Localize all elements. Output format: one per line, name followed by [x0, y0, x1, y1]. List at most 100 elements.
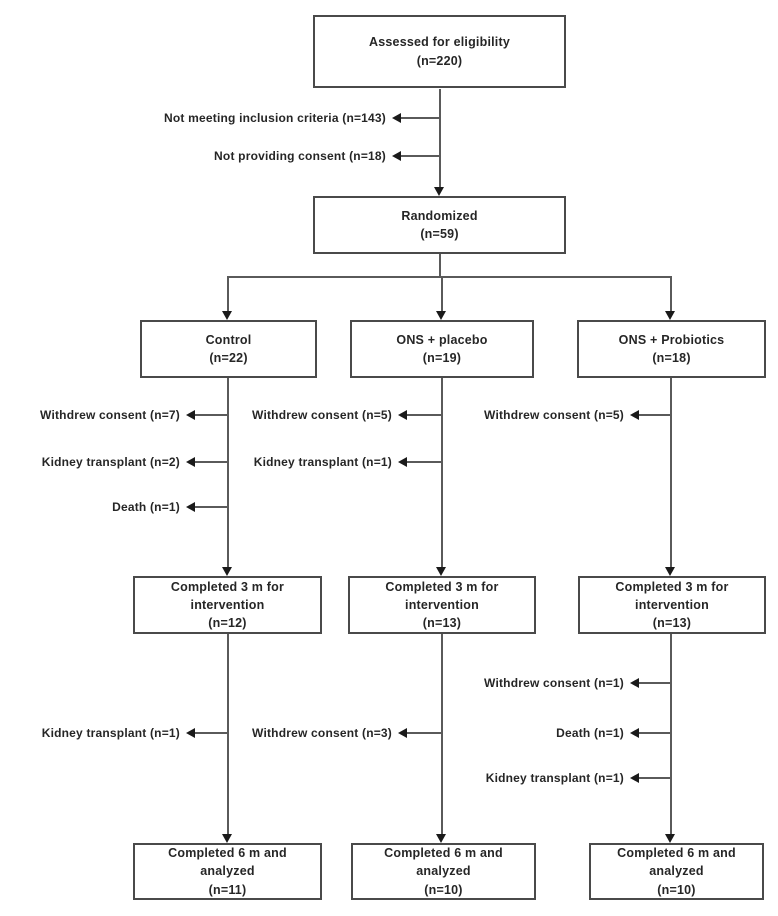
box-completed-6m-control: Completed 6 m and analyzed (n=11) — [133, 843, 322, 900]
arrow-shaft — [639, 777, 671, 779]
box-completed-6m-ons-probiotics: Completed 6 m and analyzed (n=10) — [589, 843, 764, 900]
arrow-left-icon — [630, 410, 671, 420]
box-arm-control: Control (n=22) — [140, 320, 317, 378]
arrow-left-icon — [186, 457, 228, 467]
exclusion-placebo-withdrew-consent: Withdrew consent (n=5) — [252, 407, 442, 423]
box-arm-ons-probiotics: ONS + Probiotics (n=18) — [577, 320, 766, 378]
connector-placebo-to-3m — [441, 378, 443, 567]
connector-control-to-6m — [227, 634, 229, 834]
exclusion-placebo-kidney-transplant: Kidney transplant (n=1) — [254, 454, 442, 470]
arrow-head — [186, 728, 195, 738]
connector-branch-to-control — [227, 276, 229, 311]
exclusion-label: Not meeting inclusion criteria (n=143) — [164, 111, 386, 125]
arrow-head — [398, 728, 407, 738]
box-arm-ons-probiotics-label: ONS + Probiotics (n=18) — [618, 332, 725, 365]
exclusion-label: Not providing consent (n=18) — [214, 149, 386, 163]
arrow-left-icon — [392, 151, 440, 161]
connector-branch-to-placebo — [441, 276, 443, 311]
exclusion-label: Death (n=1) — [556, 726, 624, 740]
exclusion-label: Death (n=1) — [112, 500, 180, 514]
box-completed-6m-ons-probiotics-label: Completed 6 m and analyzed (n=10) — [617, 846, 736, 897]
arrow-head — [392, 151, 401, 161]
exclusion-not-providing-consent: Not providing consent (n=18) — [214, 148, 440, 164]
connector-placebo-to-6m — [441, 634, 443, 834]
connector-assessed-to-randomized — [439, 89, 441, 187]
connector-probiotics-to-3m — [670, 378, 672, 567]
arrow-down-icon — [665, 567, 675, 576]
exclusion-label: Withdrew consent (n=3) — [252, 726, 392, 740]
arrow-left-icon — [186, 502, 228, 512]
arrow-shaft — [401, 155, 440, 157]
box-completed-6m-ons-placebo-label: Completed 6 m and analyzed (n=10) — [384, 846, 503, 897]
exclusion-control-kidney-transplant: Kidney transplant (n=2) — [42, 454, 228, 470]
arrow-shaft — [639, 732, 671, 734]
arrow-head — [186, 410, 195, 420]
box-completed-3m-ons-placebo: Completed 3 m for intervention (n=13) — [348, 576, 536, 634]
exclusion-control-death: Death (n=1) — [112, 499, 228, 515]
arrow-shaft — [407, 414, 442, 416]
arrow-shaft — [195, 506, 228, 508]
arrow-head — [392, 113, 401, 123]
exclusion-probiotics-withdrew-consent: Withdrew consent (n=5) — [484, 407, 671, 423]
exclusion-label: Kidney transplant (n=1) — [253, 455, 392, 469]
arrow-head — [398, 410, 407, 420]
exclusion-label: Kidney transplant (n=1) — [485, 771, 624, 785]
box-assessed-eligibility: Assessed for eligibility (n=220) — [313, 15, 566, 88]
box-arm-ons-placebo-label: ONS + placebo (n=19) — [396, 332, 488, 365]
arrow-left-icon — [398, 728, 442, 738]
arrow-shaft — [195, 732, 228, 734]
arrow-left-icon — [398, 457, 442, 467]
arrow-head — [186, 502, 195, 512]
exclusion-probiotics-withdrew-consent-followup: Withdrew consent (n=1) — [484, 675, 671, 691]
exclusion-control-withdrew-consent: Withdrew consent (n=7) — [40, 407, 228, 423]
arrow-shaft — [639, 682, 671, 684]
box-completed-3m-ons-placebo-label: Completed 3 m for intervention (n=13) — [385, 579, 499, 631]
arrow-left-icon — [630, 773, 671, 783]
arrow-shaft — [639, 414, 671, 416]
arrow-left-icon — [186, 410, 228, 420]
arrow-down-icon — [222, 311, 232, 320]
arrow-down-icon — [436, 834, 446, 843]
arrow-shaft — [195, 461, 228, 463]
exclusion-label: Kidney transplant (n=1) — [41, 726, 180, 740]
arrow-head — [630, 410, 639, 420]
box-arm-control-label: Control (n=22) — [205, 332, 252, 365]
box-arm-ons-placebo: ONS + placebo (n=19) — [350, 320, 534, 378]
arrow-shaft — [195, 414, 228, 416]
arrow-head — [630, 678, 639, 688]
exclusion-probiotics-death-followup: Death (n=1) — [556, 725, 671, 741]
connector-branch-to-probiotics — [670, 276, 672, 311]
exclusion-label: Withdrew consent (n=1) — [484, 676, 624, 690]
exclusion-label: Kidney transplant (n=2) — [41, 455, 180, 469]
box-randomized: Randomized (n=59) — [313, 196, 566, 254]
box-completed-3m-ons-probiotics: Completed 3 m for intervention (n=13) — [578, 576, 766, 634]
exclusion-label: Withdrew consent (n=7) — [40, 408, 180, 422]
arrow-left-icon — [392, 113, 440, 123]
box-randomized-label: Randomized (n=59) — [401, 208, 478, 241]
box-completed-3m-control-label: Completed 3 m for intervention (n=12) — [170, 579, 285, 631]
exclusion-placebo-withdrew-consent-followup: Withdrew consent (n=3) — [252, 725, 442, 741]
arrow-head — [630, 773, 639, 783]
connector-probiotics-to-6m — [670, 634, 672, 834]
box-completed-3m-control: Completed 3 m for intervention (n=12) — [133, 576, 322, 634]
arrow-left-icon — [630, 728, 671, 738]
box-completed-6m-ons-placebo: Completed 6 m and analyzed (n=10) — [351, 843, 536, 900]
arrow-shaft — [401, 117, 440, 119]
exclusion-probiotics-kidney-transplant-followup: Kidney transplant (n=1) — [486, 770, 671, 786]
connector-randomized-to-branch — [439, 254, 441, 277]
arrow-head — [630, 728, 639, 738]
arrow-down-icon — [222, 834, 232, 843]
arrow-head — [398, 457, 407, 467]
arrow-head — [186, 457, 195, 467]
box-completed-6m-control-label: Completed 6 m and analyzed (n=11) — [168, 846, 287, 897]
arrow-shaft — [407, 461, 442, 463]
arrow-down-icon — [665, 311, 675, 320]
arrow-down-icon — [222, 567, 232, 576]
arrow-left-icon — [630, 678, 671, 688]
arrow-down-icon — [665, 834, 675, 843]
arrow-shaft — [407, 732, 442, 734]
exclusion-control-kidney-transplant-followup: Kidney transplant (n=1) — [42, 725, 228, 741]
box-assessed-eligibility-label: Assessed for eligibility (n=220) — [369, 35, 510, 68]
arrow-down-icon — [434, 187, 444, 196]
